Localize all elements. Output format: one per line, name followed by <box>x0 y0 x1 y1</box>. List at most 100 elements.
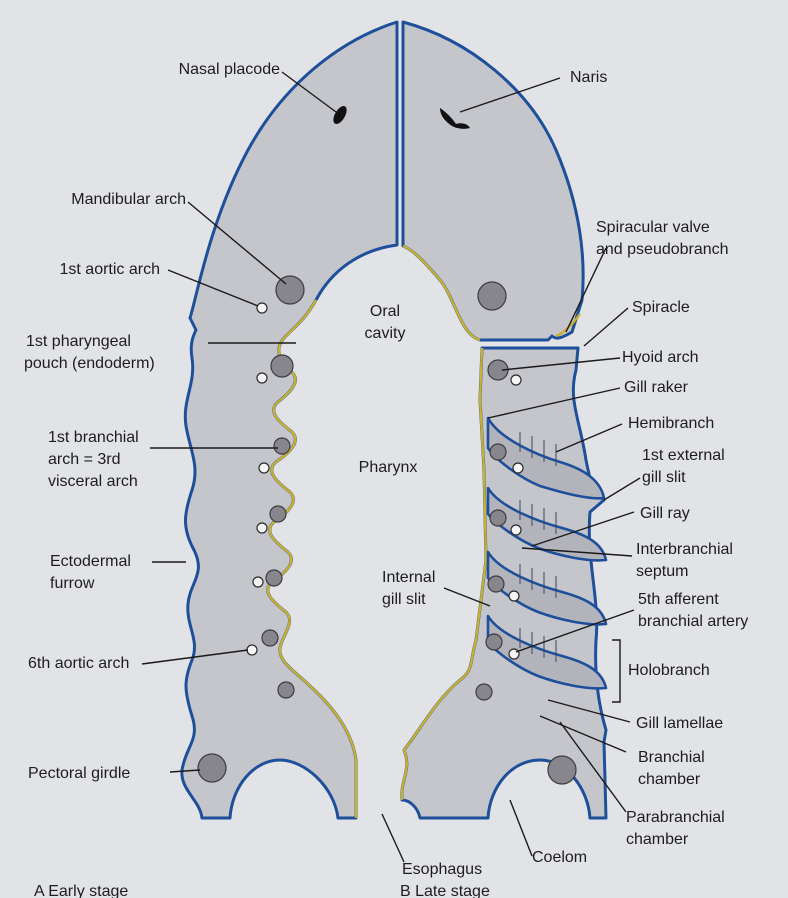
label-parabranchial-chamber-1: Parabranchial <box>626 809 725 826</box>
label-parabranchial-chamber-2: chamber <box>626 831 689 848</box>
label-first-branchial-arch-2: arch = 3rd <box>48 451 120 468</box>
leader-interbranchial-septum <box>521 547 633 557</box>
right-aorta-5 <box>508 590 520 602</box>
right-arch-3 <box>489 443 507 461</box>
label-spiracle: Spiracle <box>632 299 690 316</box>
right-fifth-afferent-artery <box>508 648 520 660</box>
label-gill-ray: Gill ray <box>640 505 690 522</box>
vessels <box>197 105 577 785</box>
leader-gill-raker <box>487 387 621 419</box>
label-internal-gill-slit-2: gill slit <box>382 591 426 608</box>
holobranch-bracket <box>612 639 621 703</box>
label-fifth-afferent-artery-1: 5th afferent <box>638 591 719 608</box>
label-interbranchial-septum-1: Interbranchial <box>636 541 733 558</box>
left-aorta-6 <box>246 644 258 656</box>
label-internal-gill-slit-1: Internal <box>382 569 435 586</box>
septum-3 <box>486 550 608 626</box>
left-half-body <box>180 20 399 820</box>
leader-sixth-aortic-arch <box>141 649 249 665</box>
leader-mandibular-arch <box>187 201 287 285</box>
right-pectoral-girdle <box>547 755 577 785</box>
label-interbranchial-septum-2: septum <box>636 563 688 580</box>
leader-fifth-afferent-artery <box>515 609 635 653</box>
label-gill-raker: Gill raker <box>624 379 689 396</box>
right-arch-4 <box>489 509 507 527</box>
left-arch-6 <box>261 629 279 647</box>
leader-pectoral-girdle <box>169 769 201 773</box>
labels: Nasal placode Naris Mandibular arch Spir… <box>24 61 748 898</box>
left-aorta-5 <box>252 576 264 588</box>
right-endoderm-spiracle <box>555 313 581 338</box>
mandibular-arch-right <box>477 281 507 311</box>
right-arch-6 <box>485 633 503 651</box>
label-first-pharyngeal-pouch-1: 1st pharyngeal <box>26 333 131 350</box>
label-fifth-afferent-artery-2: branchial artery <box>638 613 748 630</box>
caption-b: B Late stage <box>400 883 490 898</box>
label-spiracular-valve-1: Spiracular valve <box>596 219 710 236</box>
right-half-body <box>400 20 608 820</box>
leader-first-external-gill-slit <box>603 477 641 501</box>
right-aorta-3 <box>512 462 524 474</box>
label-holobranch: Holobranch <box>628 662 710 679</box>
label-esophagus: Esophagus <box>402 861 482 878</box>
left-pectoral-girdle <box>197 753 227 783</box>
septum-2 <box>486 486 608 562</box>
label-ectodermal-furrow-2: furrow <box>50 575 95 592</box>
left-arch-5 <box>265 569 283 587</box>
leader-gill-lamellae <box>547 699 631 723</box>
leader-internal-gill-slit <box>443 587 491 607</box>
gill-lamellae-group <box>519 432 557 662</box>
label-first-external-gill-slit-2: gill slit <box>642 469 686 486</box>
leader-first-aortic-arch <box>167 269 259 307</box>
leader-naris <box>459 77 561 113</box>
label-first-external-gill-slit-1: 1st external <box>642 447 725 464</box>
first-aortic-arch-circle <box>256 302 268 314</box>
label-hyoid-arch: Hyoid arch <box>622 349 698 366</box>
right-endoderm-lower <box>400 347 488 801</box>
mandibular-arch-left <box>275 275 305 305</box>
label-nasal-placode: Nasal placode <box>179 61 281 78</box>
caption-a: A Early stage <box>34 883 128 898</box>
leader-coelom <box>509 799 533 857</box>
label-gill-lamellae: Gill lamellae <box>636 715 723 732</box>
label-coelom: Coelom <box>532 849 587 866</box>
label-pharynx: Pharynx <box>359 459 418 476</box>
label-naris: Naris <box>570 69 607 86</box>
label-first-aortic-arch: 1st aortic arch <box>60 261 160 278</box>
leader-hemibranch <box>555 423 623 453</box>
leader-parabranchial-chamber <box>559 721 627 813</box>
right-aorta-4 <box>510 524 522 536</box>
right-endoderm <box>402 244 481 342</box>
right-naris <box>440 108 470 129</box>
label-pectoral-girdle: Pectoral girdle <box>28 765 130 782</box>
left-outline <box>180 20 399 820</box>
left-aorta-4 <box>256 522 268 534</box>
label-first-branchial-arch-3: visceral arch <box>48 473 138 490</box>
label-first-pharyngeal-pouch-2: pouch (endoderm) <box>24 355 155 372</box>
label-first-branchial-arch-1: 1st branchial <box>48 429 139 446</box>
leader-lines <box>141 71 641 863</box>
label-oral-cavity-2: cavity <box>365 325 406 342</box>
left-nasal-placode <box>333 105 347 125</box>
leader-esophagus <box>381 813 405 863</box>
label-oral-cavity-1: Oral <box>370 303 400 320</box>
label-branchial-chamber-2: chamber <box>638 771 701 788</box>
leader-hyoid-arch <box>501 357 621 371</box>
label-ectodermal-furrow-1: Ectodermal <box>50 553 131 570</box>
left-aorta-2 <box>256 372 268 384</box>
label-spiracular-valve-2: and pseudobranch <box>596 241 729 258</box>
right-arch-5 <box>487 575 505 593</box>
right-hyoid-aorta <box>510 374 522 386</box>
left-arch-4 <box>269 505 287 523</box>
label-branchial-chamber-1: Branchial <box>638 749 705 766</box>
left-arch-7 <box>277 681 295 699</box>
left-arch-2 <box>270 354 294 378</box>
leader-spiracle <box>583 307 629 347</box>
leader-branchial-chamber <box>539 715 627 753</box>
label-sixth-aortic-arch: 6th aortic arch <box>28 655 129 672</box>
leader-gill-ray <box>531 511 635 547</box>
right-arch-7 <box>475 683 493 701</box>
left-aorta-3 <box>258 462 270 474</box>
left-arch-3 <box>273 437 291 455</box>
